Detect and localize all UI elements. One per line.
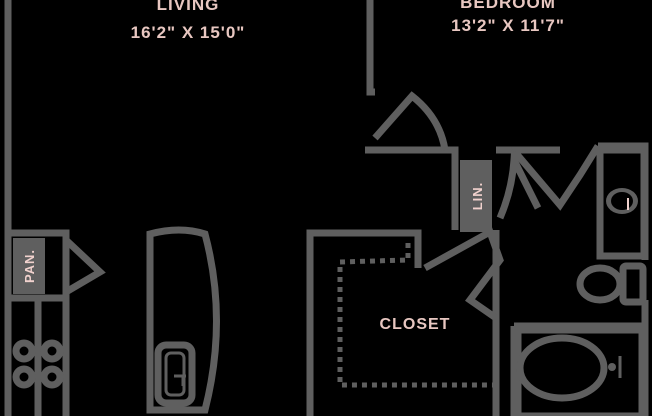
vanity [596,146,648,260]
tub-drain-icon [608,363,616,371]
toilet-bowl [576,264,624,304]
burner-icon [40,339,64,363]
living-bedroom-wall [366,0,375,96]
bath-door [512,144,601,211]
bedroom-dimensions: 13'2" X 11'7" [451,16,565,35]
walls [4,0,649,416]
bedroom-south-wall [365,146,459,230]
closet-shelf [337,243,496,388]
linen-door [496,146,542,220]
cooktop [12,300,64,416]
doors [63,91,601,321]
bedroom-door [372,91,449,151]
burner-icon [12,339,36,363]
linen-label: LIN. [470,182,485,211]
closet-door [423,226,504,321]
pantry-wall [8,229,70,416]
sink-faucet-icon [174,374,186,386]
kitchen-island [146,226,220,414]
pantry-label: PAN. [22,249,37,283]
living-dimensions: 16'2" X 15'0" [131,23,246,42]
linen-tag [460,160,492,232]
living-label: LIVING [157,0,220,14]
room-labels: LIVING 16'2" X 15'0" BEDROOM 13'2" X 11'… [13,0,565,333]
pantry-tag [13,238,45,294]
closet-label: CLOSET [380,316,451,333]
burner-icon [40,365,64,389]
toilet-tank [619,262,647,306]
island-sink-basin [164,351,186,397]
vanity-basin [611,192,633,210]
island-sink [154,341,196,407]
bedroom-label: BEDROOM [460,0,556,12]
burner-icon [12,365,36,389]
pantry-door [63,237,106,296]
bathtub-basin [516,334,608,402]
closet-wall [306,229,422,416]
